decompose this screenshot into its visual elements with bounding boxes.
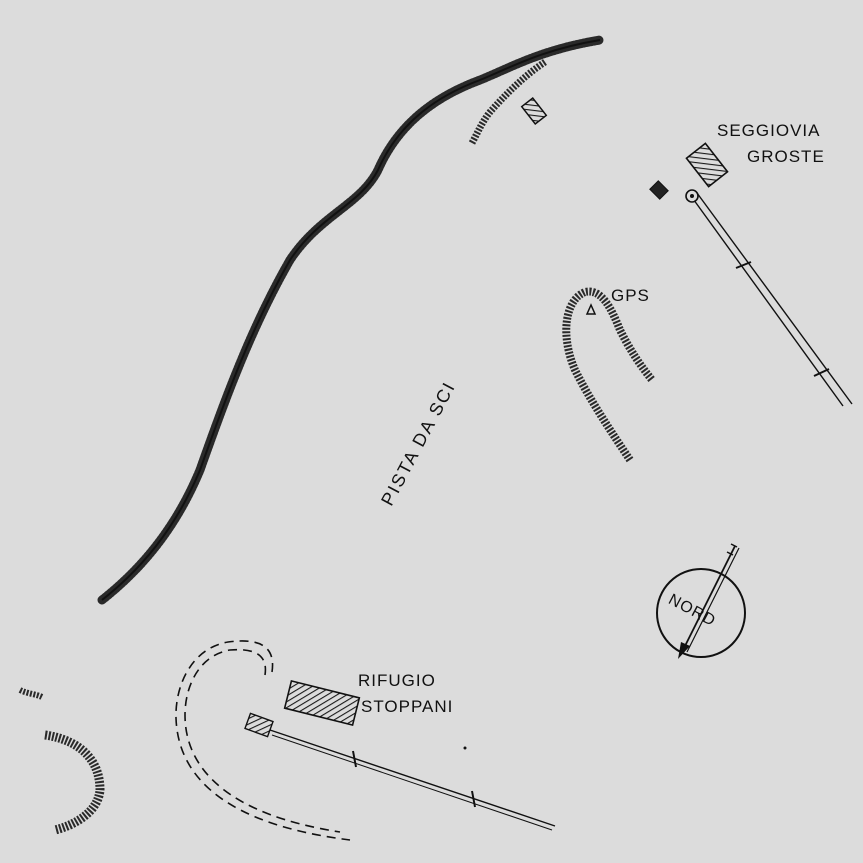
north-arrow-icon (656, 543, 746, 659)
seggiovia-small-building (649, 180, 669, 200)
rifugio-label-line1: RIFUGIO (358, 671, 436, 690)
gps-label: GPS (611, 286, 650, 305)
chairlift-line (685, 189, 853, 407)
rifugio-small-building (244, 712, 274, 738)
seggiovia-station-building (685, 142, 729, 188)
rifugio-building (283, 679, 361, 727)
seggiovia-label-line1: SEGGIOVIA (717, 121, 821, 140)
seggiovia-label-line2: GROSTE (747, 147, 825, 166)
gps-hill-ridge (562, 287, 656, 463)
rifugio-label-line2: STOPPANI (361, 697, 454, 716)
gps-marker-icon (585, 303, 597, 315)
ridge-escarpment (97, 35, 605, 605)
rocky-outcrop (18, 687, 105, 835)
building-hut (520, 96, 548, 126)
ridge-spur (468, 59, 547, 145)
rifugio-cable-line (269, 729, 556, 831)
dashed-trail (175, 640, 351, 841)
